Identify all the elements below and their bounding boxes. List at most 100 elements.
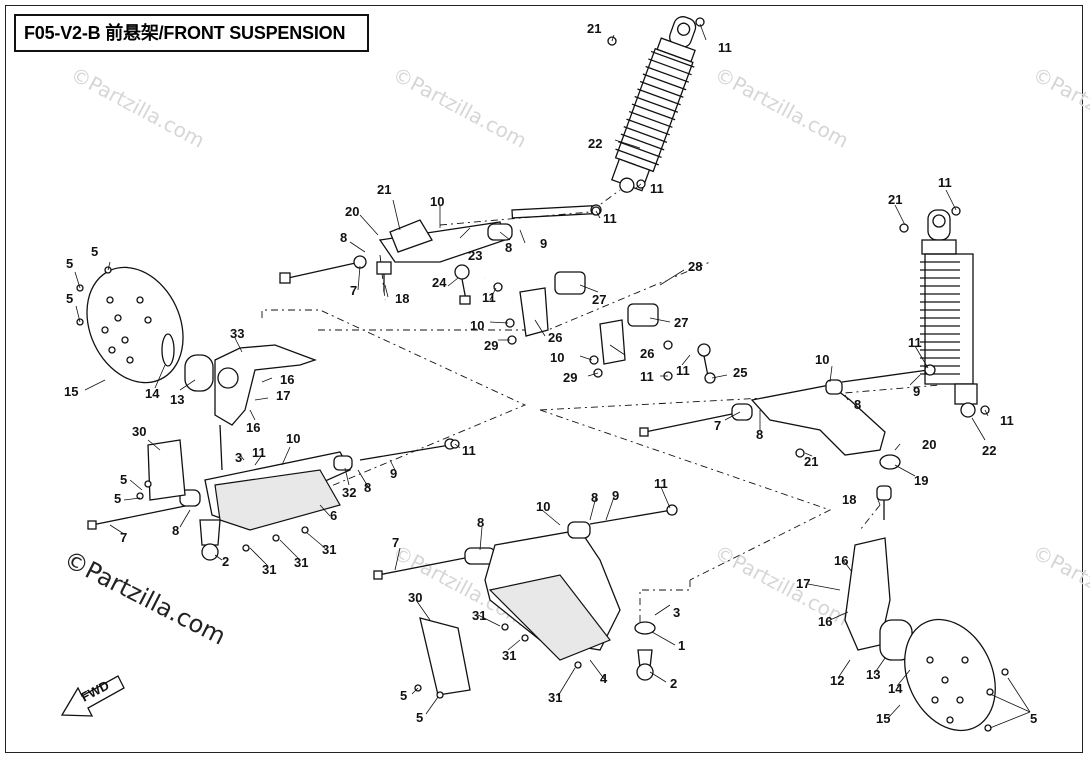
callout-3: 3	[673, 605, 680, 620]
callout-10: 10	[815, 352, 829, 367]
callout-22: 22	[588, 136, 602, 151]
callout-11: 11	[1000, 413, 1014, 428]
callout-23: 23	[468, 248, 482, 263]
diagram-title: F05-V2-B 前悬架/FRONT SUSPENSION	[14, 14, 369, 52]
callout-8: 8	[854, 397, 861, 412]
shock-absorber-upper	[610, 16, 697, 193]
callout-8: 8	[172, 523, 179, 538]
callout-11: 11	[676, 363, 690, 378]
callout-10: 10	[430, 194, 444, 209]
callout-21: 21	[804, 454, 818, 469]
upper-a-arm-right	[639, 364, 936, 520]
callout-27: 27	[674, 315, 688, 330]
callout-16: 16	[280, 372, 294, 387]
callout-7: 7	[120, 530, 127, 545]
callout-5: 5	[120, 472, 127, 487]
callout-8: 8	[756, 427, 763, 442]
callout-8: 8	[591, 490, 598, 505]
fasteners	[76, 17, 1009, 732]
callout-19: 19	[914, 473, 928, 488]
callout-3: 3	[235, 450, 242, 465]
callout-31: 31	[322, 542, 336, 557]
callout-5: 5	[91, 244, 98, 259]
callout-9: 9	[390, 466, 397, 481]
callout-15: 15	[876, 711, 890, 726]
callout-9: 9	[913, 384, 920, 399]
callout-11: 11	[482, 290, 496, 305]
callout-29: 29	[563, 370, 577, 385]
callout-11: 11	[603, 211, 617, 226]
callout-9: 9	[540, 236, 547, 251]
callout-31: 31	[502, 648, 516, 663]
callout-5: 5	[400, 688, 407, 703]
callout-6: 6	[330, 508, 337, 523]
callout-7: 7	[392, 535, 399, 550]
callout-5: 5	[66, 256, 73, 271]
callout-leaders	[74, 23, 1031, 729]
callout-13: 13	[866, 667, 880, 682]
callout-28: 28	[688, 259, 702, 274]
shock-absorber-right	[920, 209, 978, 418]
callout-9: 9	[612, 488, 619, 503]
callout-16: 16	[818, 614, 832, 629]
callout-11: 11	[650, 181, 664, 196]
callout-21: 21	[377, 182, 391, 197]
lower-a-arm-center	[373, 504, 678, 696]
callout-25: 25	[733, 365, 747, 380]
callout-7: 7	[350, 283, 357, 298]
callout-labels: 21 11 22 11 21 10 20 11 8 8 9 23 7 18 24…	[64, 21, 1037, 726]
fwd-arrow-icon: FWD	[60, 675, 125, 717]
callout-18: 18	[395, 291, 409, 306]
callout-11: 11	[908, 335, 922, 350]
callout-10: 10	[550, 350, 564, 365]
callout-5: 5	[114, 491, 121, 506]
callout-31: 31	[472, 608, 486, 623]
callout-30: 30	[408, 590, 422, 605]
callout-5: 5	[416, 710, 423, 725]
callout-31: 31	[294, 555, 308, 570]
callout-8: 8	[505, 240, 512, 255]
callout-16: 16	[834, 553, 848, 568]
callout-8: 8	[477, 515, 484, 530]
callout-7: 7	[714, 418, 721, 433]
callout-13: 13	[170, 392, 184, 407]
callout-11: 11	[640, 369, 654, 384]
callout-14: 14	[145, 386, 160, 401]
callout-27: 27	[592, 292, 606, 307]
callout-32: 32	[342, 485, 356, 500]
callout-11: 11	[462, 443, 476, 458]
callout-33: 33	[230, 326, 244, 341]
callout-8: 8	[340, 230, 347, 245]
knuckle-left	[86, 266, 317, 471]
callout-18: 18	[842, 492, 856, 507]
callout-11: 11	[654, 476, 668, 491]
callout-10: 10	[470, 318, 484, 333]
callout-21: 21	[587, 21, 601, 36]
callout-10: 10	[286, 431, 300, 446]
callout-12: 12	[830, 673, 844, 688]
callout-26: 26	[548, 330, 562, 345]
stabilizer-bar	[454, 253, 717, 384]
callout-14: 14	[888, 681, 903, 696]
callout-20: 20	[345, 204, 359, 219]
callout-17: 17	[276, 388, 290, 403]
callout-16: 16	[246, 420, 260, 435]
callout-8: 8	[364, 480, 371, 495]
callout-5: 5	[1030, 711, 1037, 726]
assembly-guide-lines	[237, 189, 941, 625]
diagram-frame	[5, 5, 1083, 753]
callout-11: 11	[938, 175, 952, 190]
callout-15: 15	[64, 384, 78, 399]
lower-a-arm-left	[87, 438, 456, 561]
callout-10: 10	[536, 499, 550, 514]
callout-22: 22	[982, 443, 996, 458]
callout-31: 31	[262, 562, 276, 577]
callout-31: 31	[548, 690, 562, 705]
callout-29: 29	[484, 338, 498, 353]
callout-17: 17	[796, 576, 810, 591]
knuckle-right	[844, 537, 996, 732]
callout-30: 30	[132, 424, 146, 439]
callout-11: 11	[252, 445, 266, 460]
callout-2: 2	[670, 676, 677, 691]
